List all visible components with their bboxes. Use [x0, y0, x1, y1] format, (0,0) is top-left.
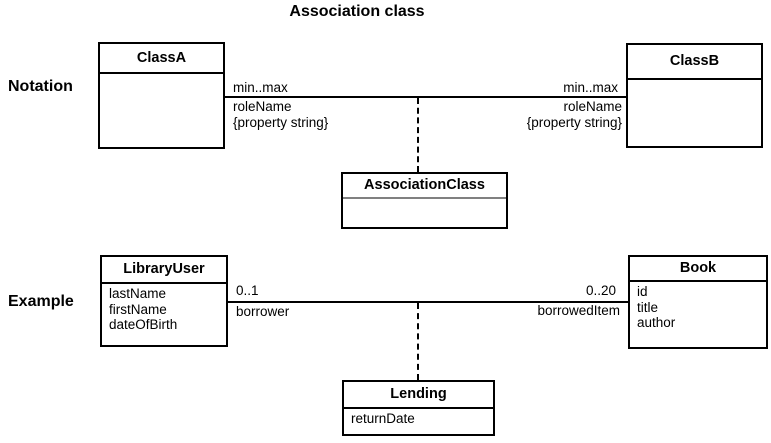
- role-left-notation: roleName {property string}: [233, 99, 328, 131]
- attribute-id: id: [637, 284, 648, 299]
- role-name-right: roleName: [563, 99, 622, 114]
- attribute-author: author: [637, 315, 676, 330]
- association-line-notation: [225, 96, 626, 98]
- class-name-classa: ClassA: [100, 44, 223, 74]
- class-name-classb: ClassB: [628, 45, 761, 80]
- role-right-notation: roleName {property string}: [420, 99, 622, 131]
- class-box-book: Book id title author: [628, 255, 768, 349]
- class-name-book: Book: [630, 257, 766, 282]
- class-body-associationclass: [343, 199, 506, 201]
- attribute-title: title: [637, 299, 659, 315]
- dashed-connector-example: [417, 303, 419, 380]
- attribute-dateofbirth: dateOfBirth: [109, 317, 178, 332]
- class-box-classb: ClassB: [626, 43, 763, 148]
- class-body-lending: returnDate: [344, 409, 493, 427]
- role-right-example: borrowedItem: [537, 303, 620, 318]
- property-string-left: {property string}: [233, 115, 329, 130]
- diagram-title: Association class: [289, 3, 425, 20]
- association-line-example: [228, 301, 628, 303]
- property-string-right: {property string}: [526, 115, 622, 130]
- multiplicity-left-example: 0..1: [236, 283, 259, 298]
- role-name-left: roleName: [233, 99, 292, 114]
- class-body-classa: [100, 74, 223, 76]
- multiplicity-left-notation: min..max: [233, 80, 288, 95]
- class-box-lending: Lending returnDate: [342, 380, 495, 436]
- class-body-classb: [628, 80, 761, 82]
- dashed-connector-notation: [417, 98, 419, 172]
- class-name-associationclass: AssociationClass: [343, 174, 506, 199]
- role-left-example: borrower: [236, 304, 290, 319]
- attribute-lastname: lastName: [109, 286, 167, 301]
- attribute-firstname: firstName: [109, 301, 167, 317]
- multiplicity-right-notation: min..max: [563, 80, 618, 95]
- section-label-example: Example: [8, 293, 74, 310]
- multiplicity-right-example: 0..20: [585, 283, 616, 298]
- class-name-lending: Lending: [344, 382, 493, 409]
- section-label-notation: Notation: [8, 78, 73, 95]
- class-body-libraryuser: lastName firstName dateOfBirth: [102, 284, 226, 333]
- attribute-returndate: returnDate: [351, 411, 415, 426]
- class-box-associationclass: AssociationClass: [341, 172, 508, 229]
- class-box-classa: ClassA: [98, 42, 225, 149]
- class-body-book: id title author: [630, 282, 766, 331]
- class-name-libraryuser: LibraryUser: [102, 257, 226, 284]
- class-box-libraryuser: LibraryUser lastName firstName dateOfBir…: [100, 255, 228, 347]
